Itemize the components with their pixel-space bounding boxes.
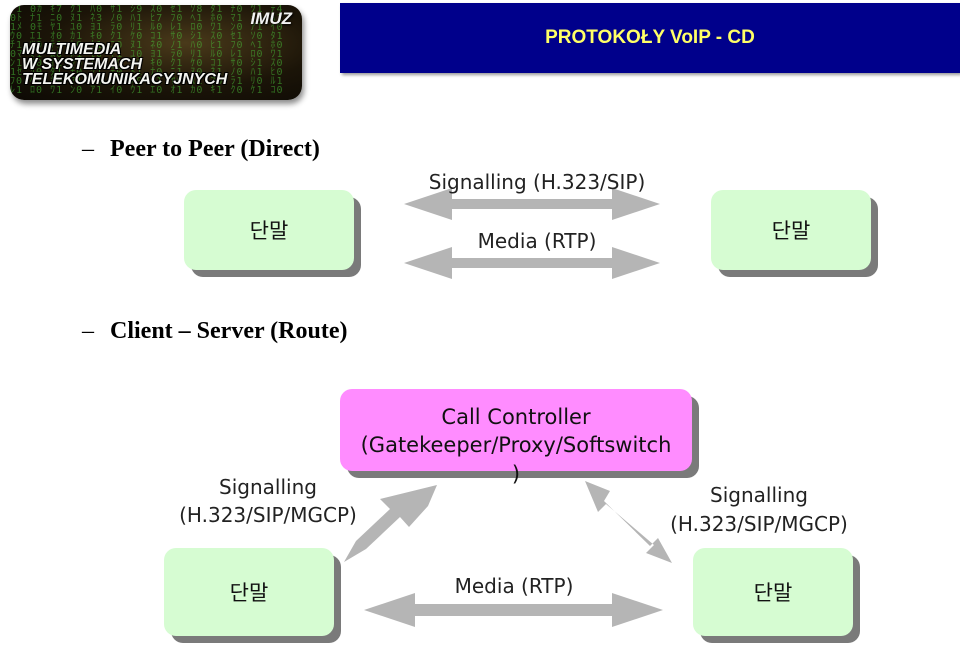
terminal-label: 단말 [753,581,793,605]
right-signalling-double-arrow [585,481,672,563]
controller-line-2: (Gatekeeper/Proxy/Softswitch [360,433,672,457]
logo-line-1: MULTIMEDIA [22,41,122,58]
matrix-background-pattern: ｱ1 0ｶ ｷ7 ｸ1 ﾊ0 ｻ1 ｼ9 ｽ0 ｾ1 ｿ8 ﾀ1 ﾁ0 ﾂ1 ﾃ… [10,5,284,96]
logo-line-2: W SYSTEMACH [22,56,142,73]
imuz-logo: ｱ1 0ｶ ｷ7 ｸ1 ﾊ0 ｻ1 ｼ9 ｽ0 ｾ1 ｿ8 ﾀ1 ﾁ0 ﾂ1 ﾃ… [10,5,302,100]
terminal-box-right-cs: 단말 [693,548,853,636]
slide-title-bar: PROTOKOŁY VoIP - CD [340,3,960,73]
heading-dash: – [82,136,94,162]
controller-line-3: ) [511,462,521,486]
heading-text: Peer to Peer (Direct) [110,136,320,162]
heading-text: Client – Server (Route) [110,318,348,344]
terminal-label: 단말 [249,219,289,243]
media-double-arrow [404,247,660,279]
left-signalling-double-arrow [344,485,437,562]
terminal-box-left-p2p: 단말 [184,190,354,270]
signalling-label-right-1: Signalling [710,483,808,507]
media-label-p2p: Media (RTP) [477,229,597,253]
bottom-media-double-arrow [364,593,663,627]
logo-tag: IMUZ [250,9,292,28]
terminal-box-left-cs: 단말 [164,548,334,636]
slide-title: PROTOKOŁY VoIP - CD [545,27,755,48]
section-heading-client-server: –Client – Server (Route) [82,318,348,345]
heading-dash: – [82,318,94,344]
terminal-label: 단말 [229,581,269,605]
signalling-label-left-2: (H.323/SIP/MGCP) [179,503,357,527]
signalling-label-left-1: Signalling [219,475,317,499]
signalling-double-arrow [404,188,660,220]
terminal-label: 단말 [771,219,811,243]
signalling-label-p2p: Signalling (H.323/SIP) [428,170,646,194]
call-controller-box: Call Controller (Gatekeeper/Proxy/Softsw… [340,389,692,485]
logo-line-3: TELEKOMUNIKACYJNYCH [22,71,228,88]
signalling-label-right-2: (H.323/SIP/MGCP) [670,512,848,536]
controller-line-1: Call Controller [441,405,591,429]
section-heading-peer-to-peer: –Peer to Peer (Direct) [82,136,320,163]
media-label-client-server: Media (RTP) [454,574,574,598]
terminal-box-right-p2p: 단말 [711,190,871,270]
